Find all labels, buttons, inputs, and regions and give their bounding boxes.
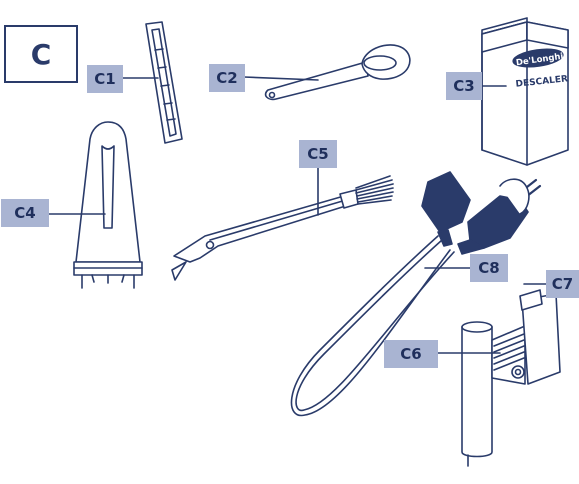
callout-c8: C8 [470,254,508,282]
callout-c7: C7 [546,270,579,298]
measuring-spoon [266,45,410,99]
water-filter [74,122,142,288]
descaler-box: De'Longhi DESCALER [482,18,568,165]
callout-c6: C6 [384,340,438,368]
cleaning-brush [172,176,393,280]
section-label: C [31,38,52,71]
milk-connector [462,290,560,466]
callout-c1: C1 [87,65,123,93]
section-label-box: C [4,25,78,83]
callout-c2: C2 [209,64,245,92]
test-strip [146,22,182,143]
callout-c3: C3 [446,72,482,100]
callout-c4: C4 [1,199,49,227]
callout-c5: C5 [299,140,337,168]
